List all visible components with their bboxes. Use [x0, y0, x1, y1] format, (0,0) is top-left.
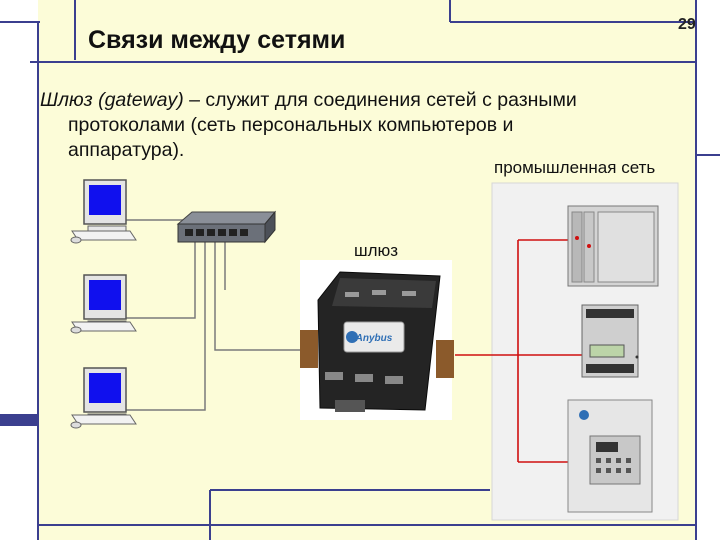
gateway-device-icon: [300, 260, 454, 420]
accent-bar: [0, 414, 38, 426]
pc-icon: [70, 179, 137, 244]
definition-line-1: Шлюз (gateway) – служит для соединения с…: [40, 88, 700, 113]
device-logo: Anybus: [355, 333, 393, 344]
plc-controller-icon: [567, 205, 659, 287]
ethernet-cables: [126, 219, 300, 411]
industrial-network-label: промышленная сеть: [494, 158, 656, 177]
network-switch-icon: [176, 210, 277, 244]
industrial-network-links: [455, 239, 582, 463]
gateway-label: шлюз: [354, 241, 399, 260]
industrial-display-module-icon: [581, 304, 639, 378]
pc-icon: [70, 274, 137, 334]
definition-line-2: протоколами (сеть персональных компьютер…: [68, 114, 514, 136]
page-number: 29: [678, 16, 696, 33]
definition-line-3: аппаратура).: [68, 139, 185, 161]
definition-text: – служит для соединения сетей с разными: [183, 89, 577, 111]
slide-title: Связи между сетями: [88, 26, 346, 54]
gateway-definition: Шлюз (gateway) – служит для соединения с…: [40, 88, 700, 163]
frequency-drive-icon: [567, 399, 653, 513]
pc-icon: [70, 367, 137, 429]
term-gateway: Шлюз (gateway): [40, 89, 184, 111]
